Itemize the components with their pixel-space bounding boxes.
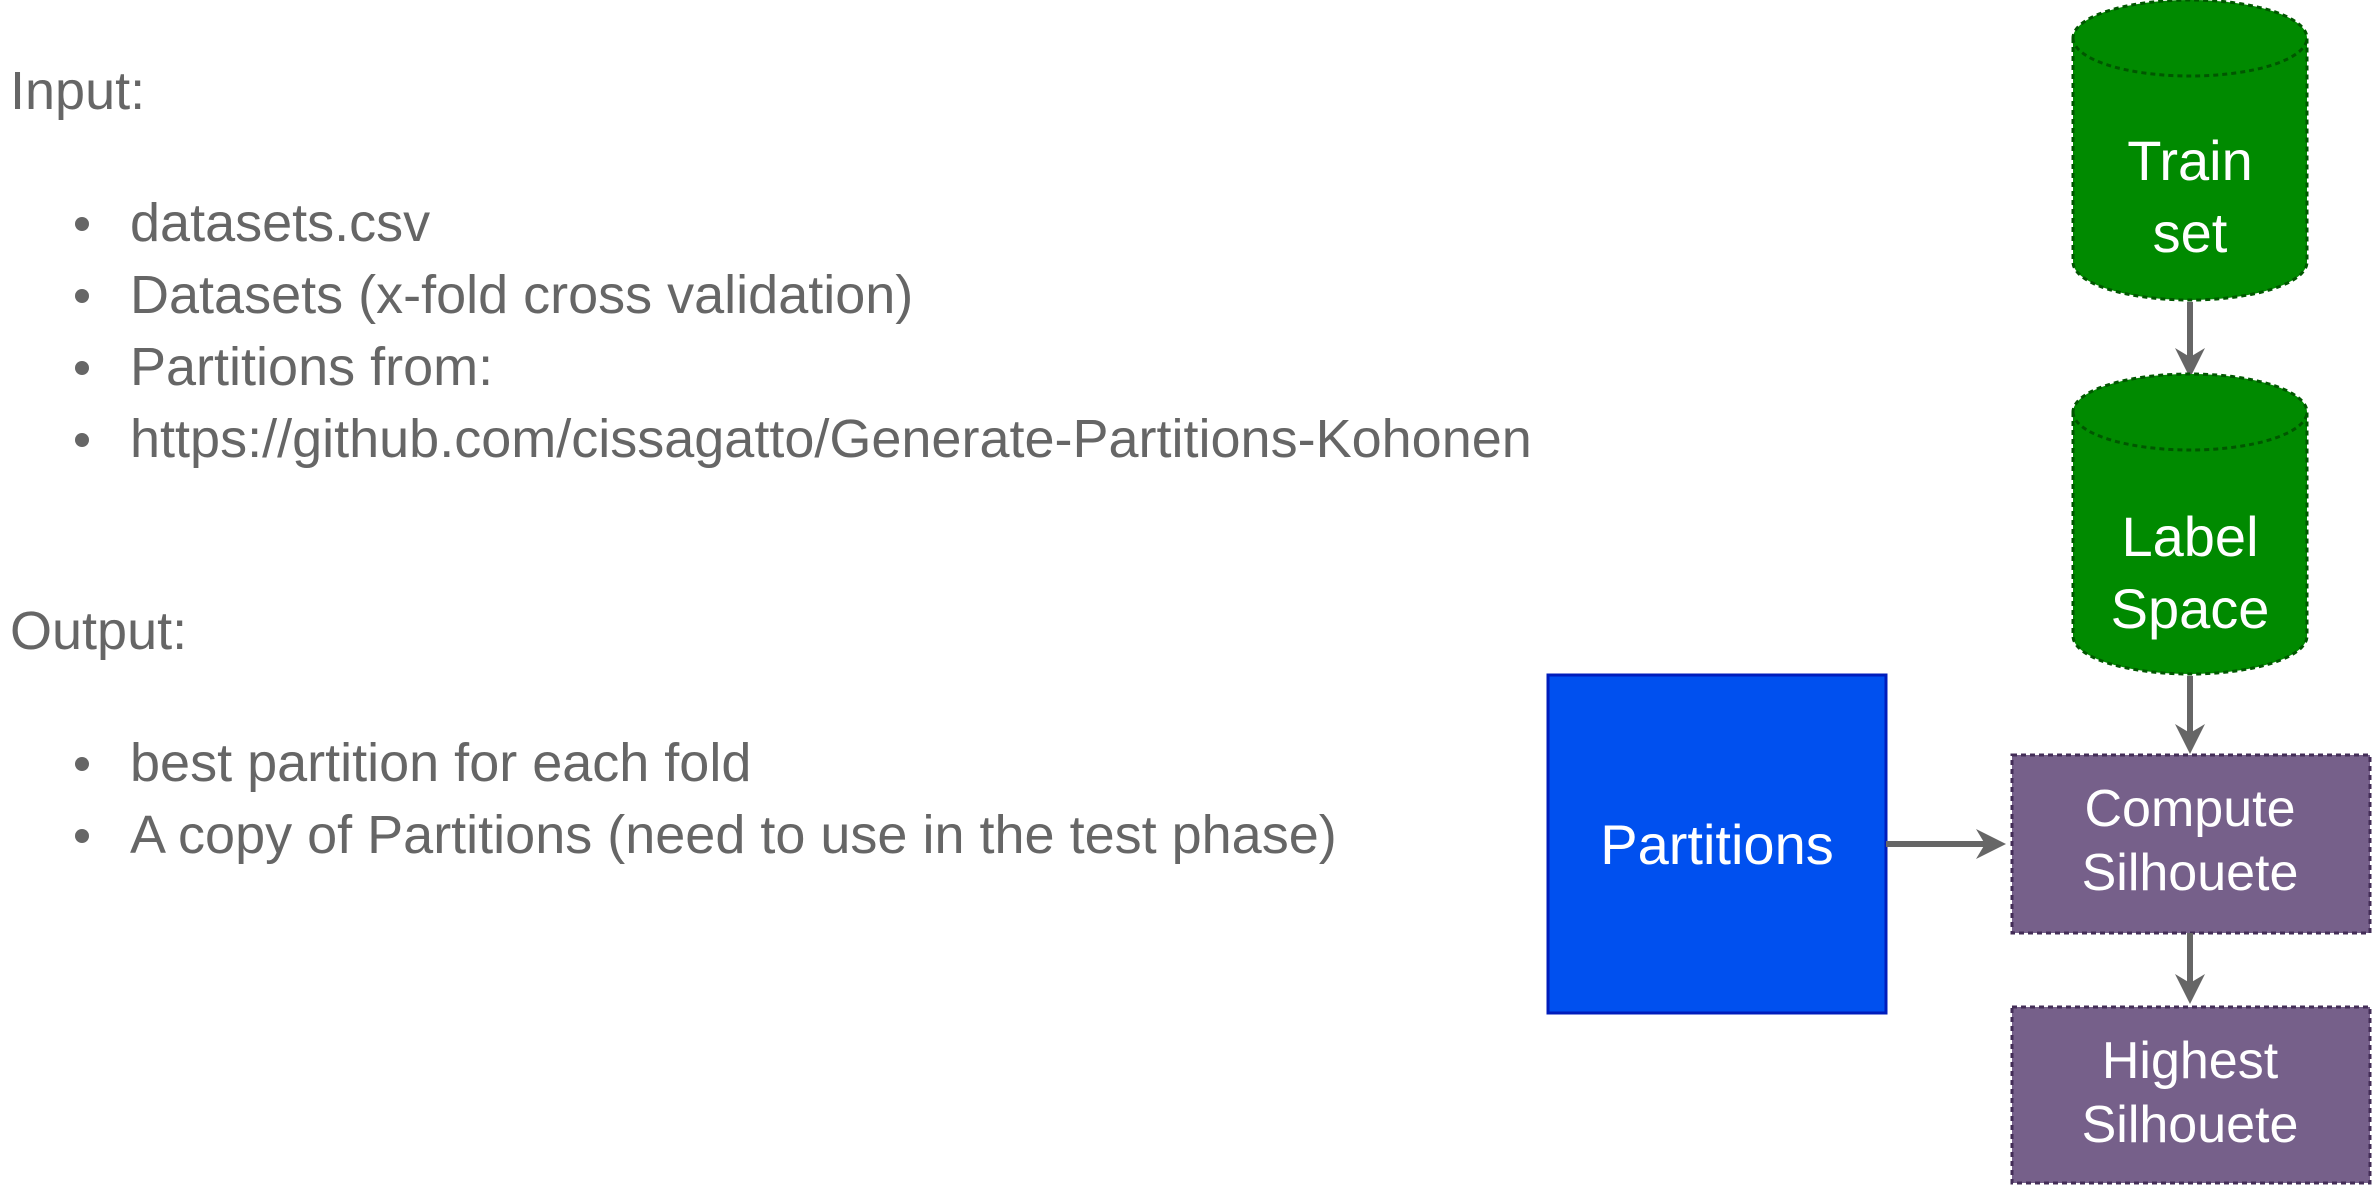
list-item-text: Datasets (x-fold cross validation): [130, 265, 914, 325]
list-item: Datasets (x-fold cross validation): [0, 259, 1532, 331]
list-item-text: Partitions from:: [130, 337, 494, 397]
highest-silhouete-node: Highest Silhouete: [2010, 1005, 2372, 1185]
bullet-icon: [75, 433, 89, 447]
input-heading: Input:: [10, 61, 146, 121]
partitions-label: Partitions: [1600, 813, 1833, 876]
label-space-label-line1: Label: [2121, 505, 2258, 568]
input-list: datasets.csv Datasets (x-fold cross vali…: [0, 187, 1532, 475]
bullet-icon: [75, 757, 89, 771]
list-item-text: best partition for each fold: [130, 733, 752, 793]
highest-silhouete-label-line2: Silhouete: [2082, 1096, 2299, 1154]
list-item: A copy of Partitions (need to use in the…: [0, 799, 1337, 871]
train-set-label-line1: Train: [2127, 129, 2253, 192]
compute-silhouete-label-line1: Compute: [2085, 780, 2296, 838]
train-set-node: Train set: [2071, 0, 2309, 302]
output-heading: Output:: [10, 601, 188, 661]
label-space-label-line2: Space: [2111, 577, 2270, 640]
compute-silhouete-label-line2: Silhouete: [2082, 844, 2299, 902]
list-item-text: A copy of Partitions (need to use in the…: [130, 805, 1337, 865]
list-item-text: https://github.com/cissagatto/Generate-P…: [130, 409, 1532, 469]
bullet-icon: [75, 361, 89, 375]
list-item: best partition for each fold: [0, 727, 1337, 799]
bullet-icon: [75, 829, 89, 843]
highest-silhouete-label-line1: Highest: [2102, 1032, 2279, 1090]
compute-silhouete-node: Compute Silhouete: [2010, 753, 2372, 935]
train-set-label-line2: set: [2153, 201, 2228, 264]
bullet-icon: [75, 217, 89, 231]
label-space-node: Label Space: [2071, 372, 2309, 676]
bullet-icon: [75, 289, 89, 303]
list-item-text: datasets.csv: [130, 193, 431, 253]
list-item: https://github.com/cissagatto/Generate-P…: [0, 403, 1532, 475]
list-item: datasets.csv: [0, 187, 1532, 259]
list-item: Partitions from:: [0, 331, 1532, 403]
partitions-node: Partitions: [1546, 673, 1888, 1015]
output-list: best partition for each fold A copy of P…: [0, 727, 1337, 871]
